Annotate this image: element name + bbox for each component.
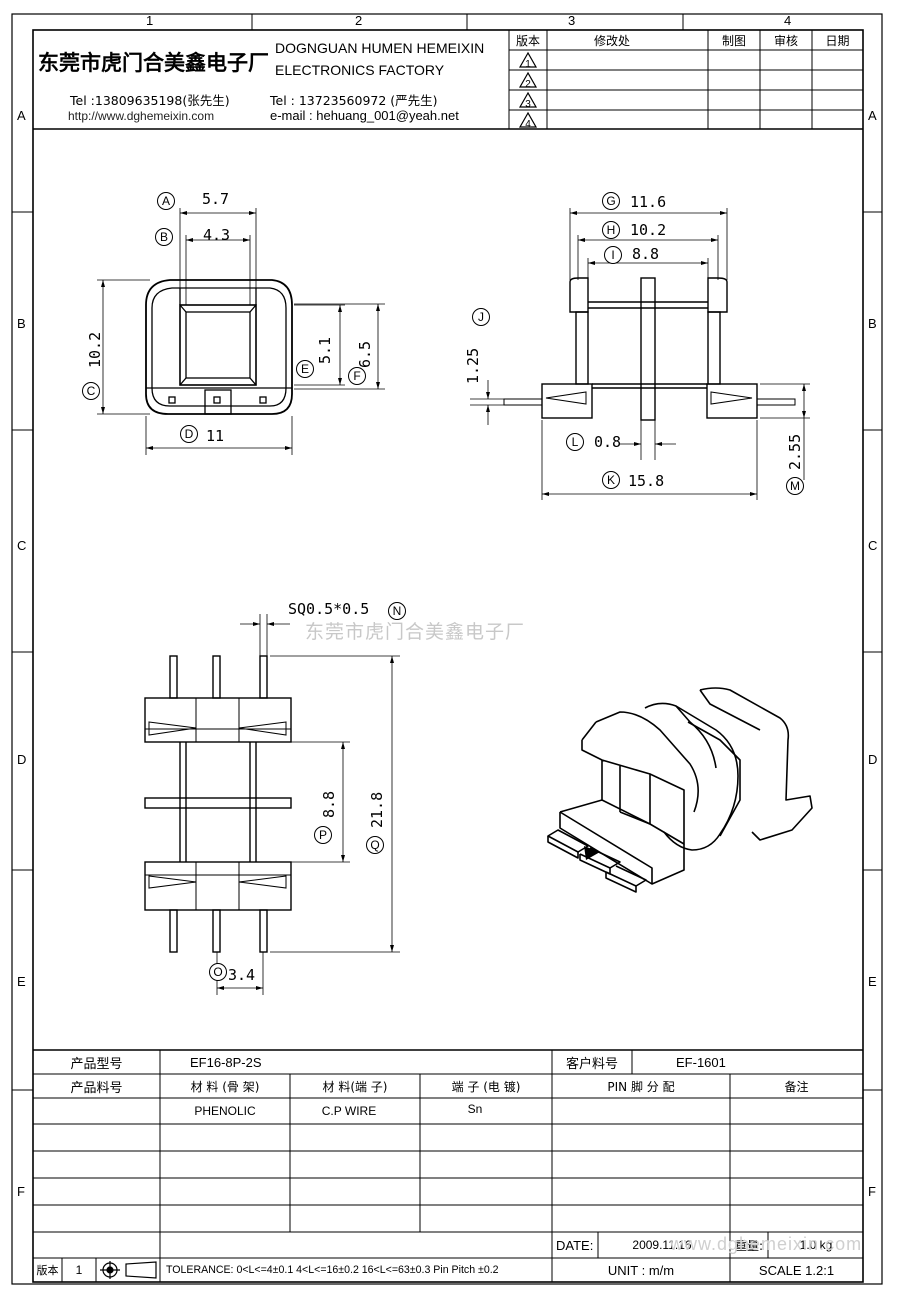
watermark-url: www.dghemeixin.com xyxy=(670,1234,863,1254)
label-product-pn: 产品料号 xyxy=(70,1080,123,1096)
tolerance-text: TOLERANCE: 0<L<=4±0.1 4<L<=16±0.2 16<L<=… xyxy=(166,1264,499,1276)
value-version: 1 xyxy=(75,1263,83,1277)
dim-p-value: 8.8 xyxy=(320,790,338,818)
callout-c: C xyxy=(82,382,100,400)
dim-j-value: 1.25 xyxy=(464,347,482,384)
grid-col-4: 4 xyxy=(784,13,792,28)
callout-m: M xyxy=(786,477,804,495)
header-terminal-plating: 端 子 (电 镀) xyxy=(451,1079,521,1094)
grid-row-c-left: C xyxy=(17,538,27,553)
callout-a: A xyxy=(157,192,175,210)
label-product-model: 产品型号 xyxy=(70,1056,123,1072)
dim-c-value: 10.2 xyxy=(86,331,104,368)
unit-text: UNIT : m/m xyxy=(607,1262,675,1278)
dim-a-value: 5.7 xyxy=(202,190,230,208)
watermark-company: 东莞市虎门合美鑫电子厂 xyxy=(305,621,526,643)
rev-header-checked: 审核 xyxy=(773,33,798,48)
dim-n-value: SQ0.5*0.5 xyxy=(288,600,370,618)
company-name-cn: 东莞市虎门合美鑫电子厂 xyxy=(38,51,269,75)
grid-col-1: 1 xyxy=(146,13,154,28)
grid-row-a-left: A xyxy=(17,108,26,123)
dim-h-value: 10.2 xyxy=(630,221,667,239)
dim-b-value: 4.3 xyxy=(203,226,231,244)
header-material-bobbin: 材 料 (骨 架) xyxy=(190,1079,260,1094)
value-plating: Sn xyxy=(467,1102,483,1116)
rev-header-change: 修改处 xyxy=(593,33,630,48)
label-date: DATE: xyxy=(556,1237,594,1253)
grid-row-b-right: B xyxy=(868,316,877,331)
callout-g: G xyxy=(602,192,620,210)
projection-symbol-icon xyxy=(96,1258,160,1282)
dim-o-value: 3.4 xyxy=(228,966,256,984)
dim-i-value: 8.8 xyxy=(632,245,660,263)
callout-n: N xyxy=(388,602,406,620)
grid-row-b-left: B xyxy=(17,316,26,331)
value-material-bobbin: PHENOLIC xyxy=(194,1104,256,1118)
value-material-terminal: C.P WIRE xyxy=(321,1104,377,1118)
grid-row-e-right: E xyxy=(868,974,877,989)
header-material-terminal: 材 料(端 子) xyxy=(322,1079,388,1094)
dim-l-value: 0.8 xyxy=(594,433,622,451)
grid-row-e-left: E xyxy=(17,974,26,989)
rev-number-1: 1 xyxy=(525,58,531,70)
value-product-model: EF16-8P-2S xyxy=(190,1054,262,1070)
callout-h: H xyxy=(602,221,620,239)
grid-row-d-right: D xyxy=(868,752,878,767)
value-weight: 1.0 kg xyxy=(799,1238,833,1252)
dim-f-value: 6.5 xyxy=(356,340,374,368)
dim-k-value: 15.8 xyxy=(628,472,665,490)
callout-p: P xyxy=(314,826,332,844)
company-name-en-1: DOGNGUAN HUMEN HEMEIXIN xyxy=(275,40,485,56)
grid-col-3: 3 xyxy=(568,13,576,28)
dim-g-value: 11.6 xyxy=(630,193,667,211)
dim-e-value: 5.1 xyxy=(316,336,334,364)
header-remarks: 备注 xyxy=(784,1079,809,1094)
callout-j: J xyxy=(472,308,490,326)
callout-b: B xyxy=(155,228,173,246)
label-version: 版本 xyxy=(36,1264,59,1277)
label-customer-pn: 客户料号 xyxy=(565,1056,618,1072)
callout-f: F xyxy=(348,367,366,385)
contact-tel-2: Tel : 13723560972 (严先生) xyxy=(270,93,438,108)
grid-row-c-right: C xyxy=(868,538,878,553)
rev-header-version: 版本 xyxy=(515,33,540,48)
grid-row-d-left: D xyxy=(17,752,27,767)
callout-k: K xyxy=(602,471,620,489)
website-link[interactable]: http://www.dghemeixin.com xyxy=(68,109,215,123)
callout-l: L xyxy=(566,433,584,451)
callout-q: Q xyxy=(366,836,384,854)
rev-number-2: 2 xyxy=(525,78,531,90)
scale-text: SCALE 1.2:1 xyxy=(758,1262,835,1278)
rev-header-drawn: 制图 xyxy=(721,33,746,48)
company-name-en-2: ELECTRONICS FACTORY xyxy=(275,62,445,78)
callout-i: I xyxy=(604,246,622,264)
callout-o: O xyxy=(209,963,227,981)
value-customer-pn: EF-1601 xyxy=(676,1054,726,1070)
dim-m-value: 2.55 xyxy=(786,433,804,470)
rev-number-3: 3 xyxy=(525,98,531,110)
value-date: 2009.11.16 xyxy=(632,1238,692,1252)
dim-d-value: 11 xyxy=(206,427,225,445)
rev-number-4: 4 xyxy=(525,118,531,130)
label-weight: 重量: xyxy=(734,1238,764,1253)
dim-q-value: 21.8 xyxy=(368,791,386,828)
rev-header-date: 日期 xyxy=(825,33,850,48)
callout-e: E xyxy=(296,360,314,378)
contact-tel-1: Tel :13809635198(张先生) xyxy=(70,93,230,108)
grid-row-f-left: F xyxy=(17,1184,25,1199)
grid-row-a-right: A xyxy=(868,108,877,123)
callout-d: D xyxy=(180,425,198,443)
grid-col-2: 2 xyxy=(355,13,363,28)
header-pin-assignment: PIN 脚 分 配 xyxy=(607,1079,675,1094)
grid-row-f-right: F xyxy=(868,1184,876,1199)
email-link[interactable]: e-mail : hehuang_001@yeah.net xyxy=(270,108,459,123)
